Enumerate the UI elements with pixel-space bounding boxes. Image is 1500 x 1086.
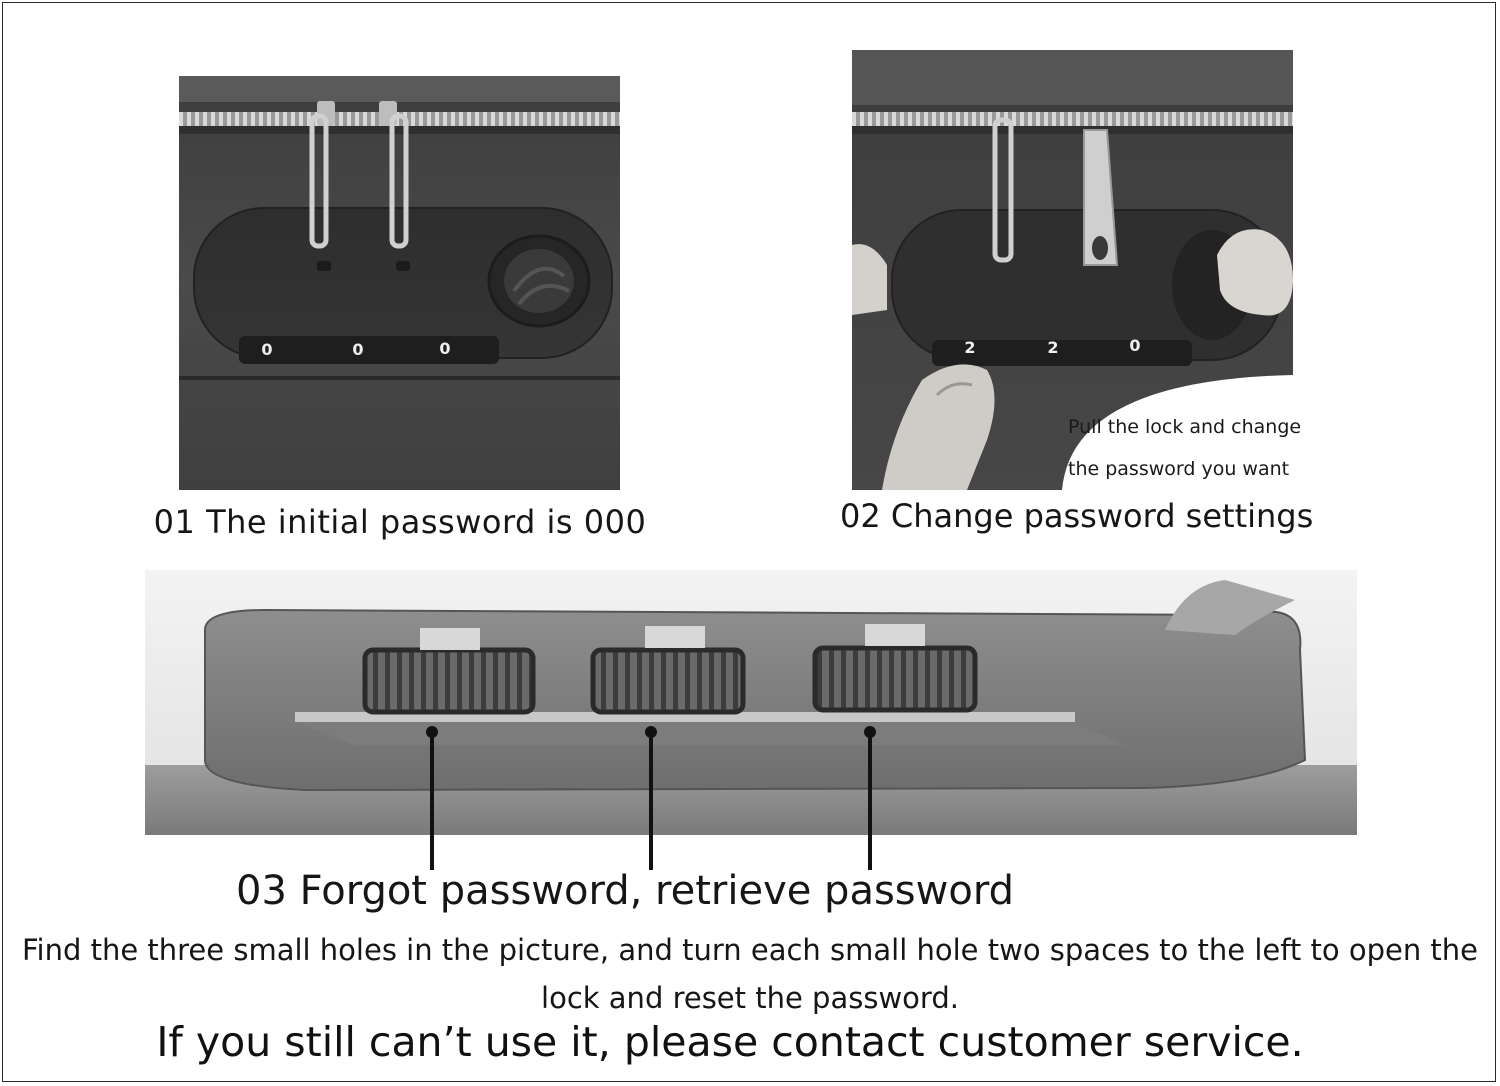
- caption-step-3: 03 Forgot password, retrieve password: [236, 868, 1014, 914]
- finger: [882, 364, 995, 490]
- dial-1: 2: [964, 338, 976, 357]
- caption-step-2: 02 Change password settings: [840, 497, 1314, 535]
- dial-3: 0: [439, 339, 451, 358]
- caption-step-1: 01 The initial password is 000: [153, 503, 647, 541]
- dial-wheel-3: [812, 645, 978, 713]
- bubble-text-line-2: the password you want: [1068, 458, 1290, 480]
- bubble-text-line-1: Pull the lock and change: [1068, 416, 1302, 438]
- photo-change-password: [852, 50, 1293, 490]
- pointer-line-3: [868, 732, 872, 870]
- dial-2: 2: [1047, 338, 1059, 357]
- dial-2: 0: [352, 340, 364, 359]
- photo-initial-password: [179, 76, 620, 490]
- instruction-text: Find the three small holes in the pictur…: [21, 933, 1479, 1015]
- pointer-line-2: [649, 732, 653, 870]
- dial-wheel-2: [590, 647, 746, 715]
- dial-1: 0: [261, 340, 273, 359]
- dial-wheel-1: [362, 647, 536, 715]
- contact-text: If you still can’t use it, please contac…: [156, 1018, 1304, 1066]
- pointer-line-1: [430, 732, 434, 870]
- photo-lock-closeup: [145, 570, 1357, 835]
- dial-3: 0: [1129, 336, 1141, 355]
